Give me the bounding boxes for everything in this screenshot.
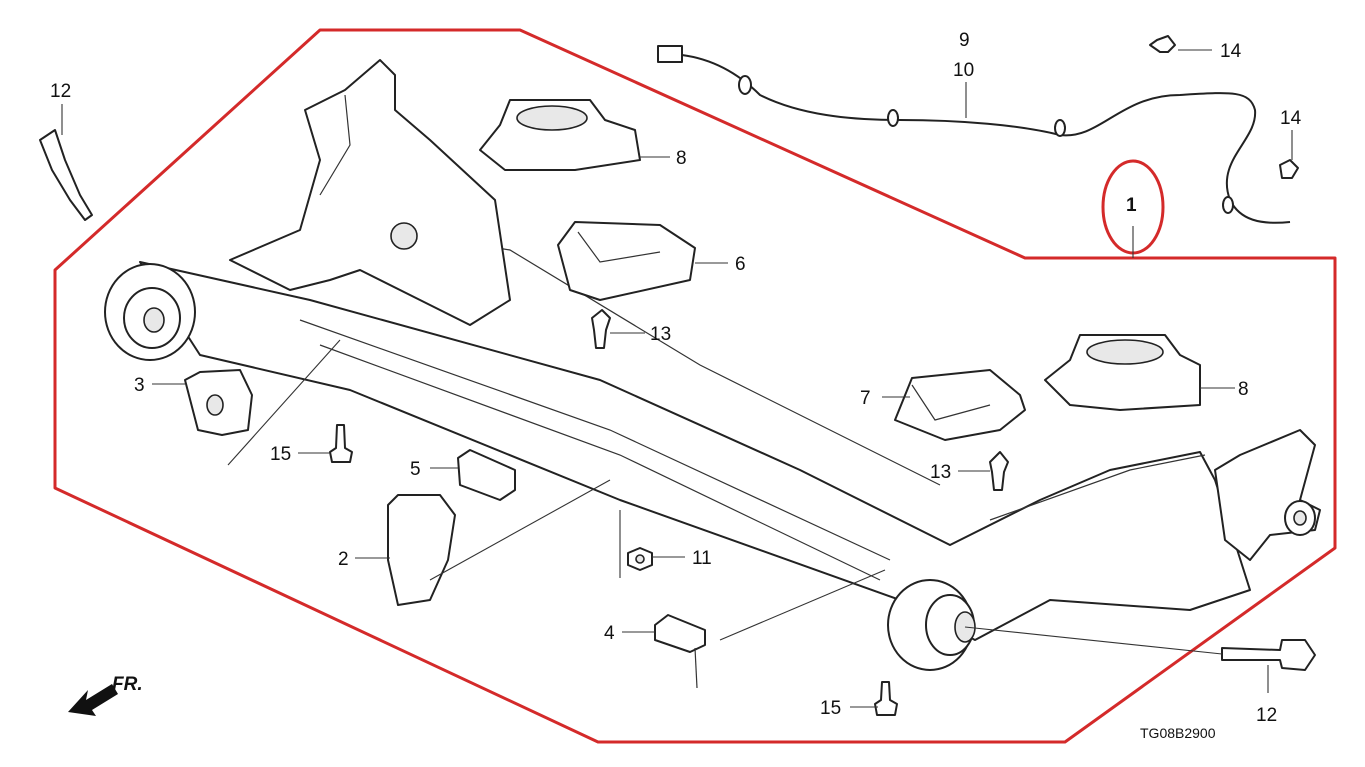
part-14-lower	[1279, 159, 1299, 179]
part-5	[457, 449, 516, 501]
part-2	[387, 494, 456, 606]
drawing-code: TG08B2900	[1140, 725, 1216, 741]
part-7	[894, 369, 1026, 441]
callout-4: 4	[604, 623, 615, 644]
part-13-lower	[989, 451, 1009, 491]
part-12-right	[1221, 639, 1316, 671]
left-bushing	[104, 263, 196, 361]
callout-7: 7	[860, 388, 871, 409]
part-6	[557, 221, 696, 301]
callout-3: 3	[134, 375, 145, 396]
callout-15-right: 15	[820, 698, 841, 719]
part-14-upper	[1149, 35, 1176, 53]
assembly-outline	[53, 28, 1337, 744]
callout-1: 1	[1126, 195, 1137, 216]
part-15-left	[329, 424, 353, 463]
callout-9: 9	[959, 30, 970, 51]
callout-13-lower: 13	[930, 462, 951, 483]
callout-15-left: 15	[270, 444, 291, 465]
part-12-left	[39, 129, 93, 221]
callout-12-left: 12	[50, 81, 71, 102]
front-arrow-icon	[68, 684, 118, 716]
callout-12-right: 12	[1256, 705, 1277, 726]
right-hub	[1214, 429, 1321, 561]
callout-14-upper: 14	[1220, 41, 1242, 62]
part-11	[627, 547, 653, 571]
part-4	[654, 614, 706, 689]
callout-13-upper: 13	[650, 324, 671, 345]
part-8-upper	[479, 99, 641, 171]
callout-10: 10	[953, 60, 974, 81]
callout-8-lower: 8	[1238, 379, 1249, 400]
left-trailing-arm	[229, 59, 511, 326]
part-13-upper	[591, 309, 611, 349]
part-3	[184, 369, 253, 436]
callout-8-upper: 8	[676, 148, 687, 169]
part-8-lower	[1044, 334, 1201, 411]
right-bushing	[887, 579, 976, 671]
callout-5: 5	[410, 459, 421, 480]
front-indicator-label: FR.	[112, 674, 143, 695]
callout-2: 2	[338, 549, 349, 570]
callout-14-lower: 14	[1280, 108, 1302, 129]
part-15-right	[874, 681, 898, 716]
harness	[657, 45, 1291, 224]
callout-6: 6	[735, 254, 746, 275]
leader-lines	[61, 49, 1293, 708]
callout-11: 11	[692, 548, 712, 569]
